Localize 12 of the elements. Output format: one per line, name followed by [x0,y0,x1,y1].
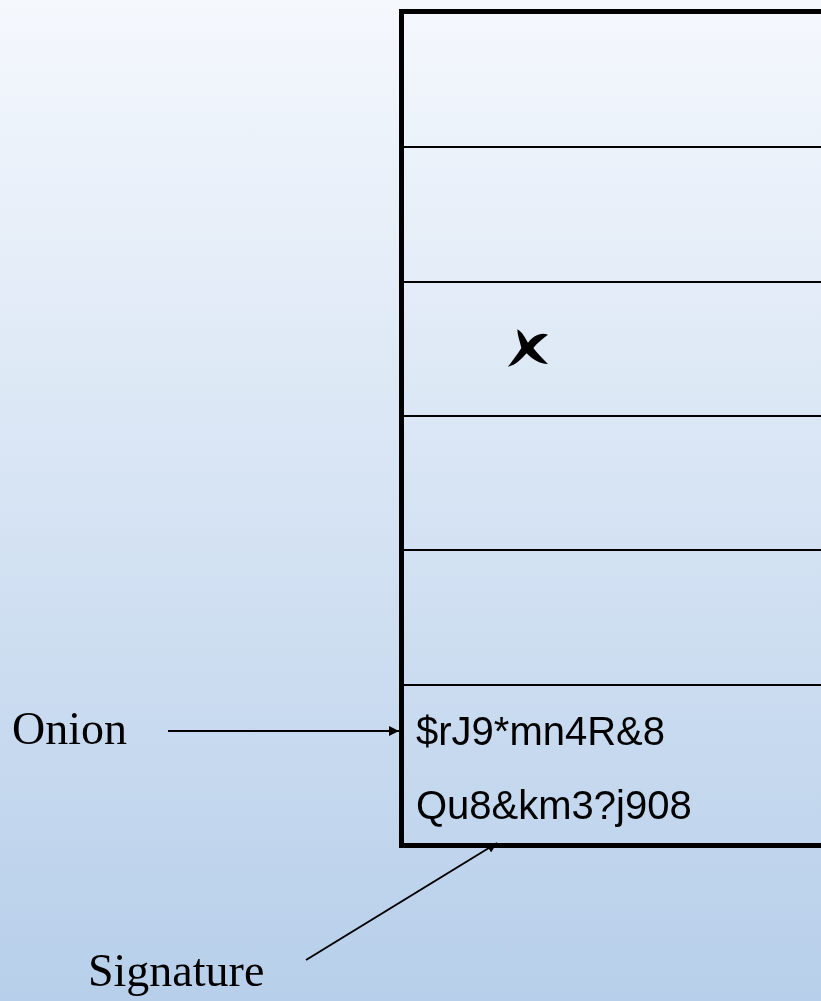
cell-text: Qu8&km3?j908 [416,782,692,828]
label: Signature [88,948,300,1001]
table-row [399,549,821,684]
table-row [399,684,821,848]
table-row [399,415,821,549]
table-row [399,146,821,281]
cell-text: $rJ9*mn4R&8 [416,708,665,754]
arrow [167,726,400,736]
arrow [305,842,498,961]
label: Onion [12,706,162,756]
table-row [399,281,821,415]
table-row [399,9,821,146]
